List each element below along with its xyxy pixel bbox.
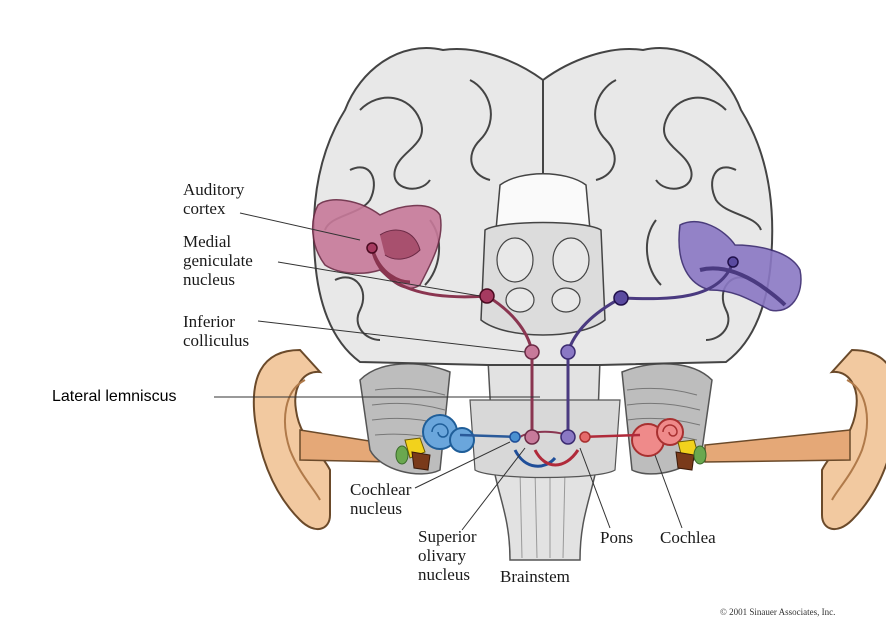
inferior-colliculus-label: Inferior colliculus [183,312,250,350]
right-cochlea [631,418,707,471]
nuclei-markers [366,242,739,445]
left-auditory-cortex [311,199,442,290]
brainstem-label: Brainstem [500,567,570,586]
medial-geniculate-label: Medial geniculate nucleus [183,232,253,289]
right-ear [704,348,886,530]
cochlear-nucleus-label: Cochlear nucleus [350,480,412,518]
superior-olivary-label: Superior olivary nucleus [418,527,477,584]
left-cochlea [395,414,475,471]
cochlea-label: Cochlea [660,528,716,547]
leader-lines [214,212,683,531]
copyright-text: © 2001 Sinauer Associates, Inc. [720,607,836,617]
lateral-lemniscus-label: Lateral lemniscus [52,388,177,405]
pons-label: Pons [600,528,634,547]
auditory-cortex-label: Auditory cortex [183,180,245,218]
left-ear [252,348,396,530]
